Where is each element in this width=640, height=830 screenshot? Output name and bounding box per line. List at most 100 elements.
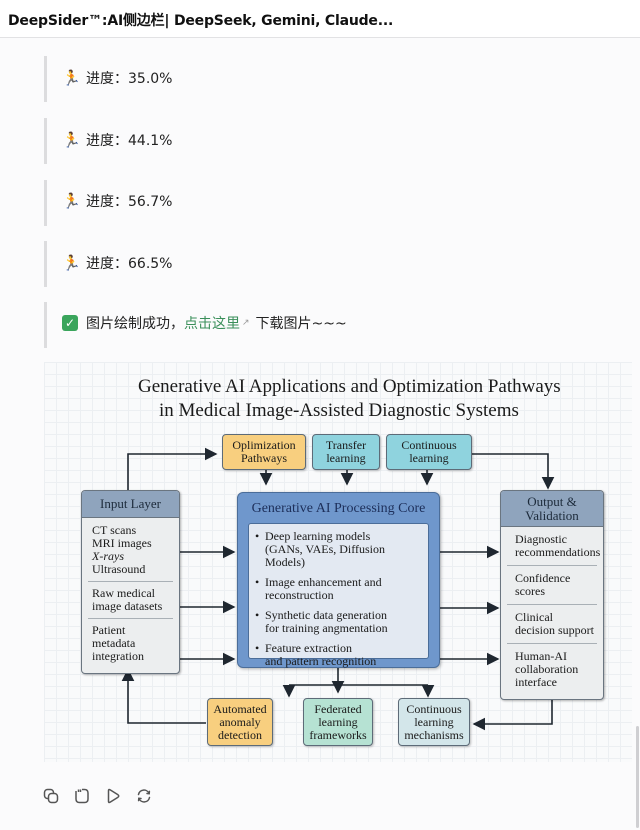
output-section: Confidence scores	[507, 566, 597, 605]
arrow	[472, 700, 553, 731]
progress-value: 44.1%	[128, 133, 173, 149]
input-item: X-rays	[92, 549, 124, 563]
input-item: integration	[92, 649, 144, 663]
input-section: Patient metadata integration	[88, 619, 173, 668]
quote-button[interactable]	[73, 786, 91, 806]
box-line: learning	[326, 451, 366, 465]
core-item-line: Feature extraction	[265, 641, 352, 655]
box-line: Continuous	[401, 438, 457, 452]
box-line: Pathways	[241, 451, 287, 465]
core-list: •Deep learning models(GANs, VAEs, Diffus…	[248, 523, 429, 668]
runner-icon: 🏃	[62, 131, 81, 149]
output-item: Diagnostic	[515, 532, 567, 546]
input-layer-panel: Input Layer CT scans MRI images X-rays U…	[81, 490, 180, 674]
federated-learning-box: Federated learning frameworks	[303, 698, 373, 746]
runner-icon: 🏃	[62, 192, 81, 210]
progress-label: 进度：	[86, 194, 128, 210]
continuous-learning-mechanisms-box: Continuous learning mechanisms	[398, 698, 470, 746]
quote-icon	[75, 788, 89, 804]
anomaly-detection-box: Automated anomaly detection	[207, 698, 273, 746]
download-link[interactable]: 点击这里	[184, 316, 240, 332]
input-section: CT scans MRI images X-rays Ultrasound	[88, 518, 173, 582]
output-header-line: Validation	[525, 507, 579, 523]
core-item-line: for training angmentation	[265, 621, 388, 635]
output-header-line: Output &	[527, 493, 577, 509]
window-title: DeepSider™:AI侧边栏| DeepSeek, Gemini, Clau…	[8, 13, 394, 29]
copy-icon	[43, 788, 59, 804]
copy-button[interactable]	[42, 786, 60, 806]
output-section: Clinical decision support	[507, 605, 597, 644]
input-item: image datasets	[92, 599, 163, 613]
box-line: mechanisms	[404, 727, 464, 742]
input-section: Raw medical image datasets	[88, 582, 173, 619]
core-item-line: Deep learning models	[265, 529, 371, 543]
arrow	[471, 453, 555, 490]
progress-line: 🏃 进度：35.0%	[62, 68, 172, 88]
play-button[interactable]	[104, 786, 122, 806]
progress-value: 35.0%	[128, 71, 173, 87]
core-item-line: reconstruction	[265, 588, 334, 602]
core-item-line: (GANs, VAEs, Diffusion Models)	[265, 542, 386, 569]
quote-bar	[44, 56, 47, 102]
progress-value: 56.7%	[128, 194, 173, 210]
continuous-learning-box: Continuous learning	[386, 434, 472, 470]
input-item: MRI images	[92, 536, 152, 550]
runner-icon: 🏃	[62, 69, 81, 87]
quote-bar	[44, 241, 47, 287]
core-header: Generative AI Processing Core	[251, 501, 426, 516]
check-icon: ✓	[62, 315, 78, 331]
success-message: ✓ 图片绘制成功， 点击这里 ↗ 下载图片~~~	[62, 313, 347, 333]
output-section: Human-AI collaboration interface	[507, 644, 597, 695]
box-line: Transfer	[325, 438, 367, 452]
scrollbar[interactable]	[636, 726, 639, 828]
progress-line: 🏃 进度：66.5%	[62, 253, 172, 273]
input-layer-header: Input Layer	[82, 491, 179, 518]
core-item-line: Image enhancement and	[265, 575, 382, 589]
generated-diagram-image[interactable]: Generative AI Applications and Optimizat…	[44, 362, 632, 762]
quote-bar	[44, 180, 47, 226]
box-line: Oplimization	[232, 438, 296, 452]
diagram-title-line1: Generative AI Applications and Optimizat…	[138, 376, 561, 397]
progress-value: 66.5%	[128, 256, 173, 272]
input-item: Ultrasound	[92, 562, 146, 576]
success-suffix: 下载图片~~~	[255, 316, 347, 332]
quote-bar	[44, 118, 47, 164]
output-item: interface	[515, 675, 557, 689]
input-item: metadata	[92, 636, 136, 650]
output-item: scores	[515, 584, 545, 598]
optimization-pathways-box: Oplimization Pathways	[222, 434, 306, 470]
box-line: learning	[409, 451, 449, 465]
success-prefix: 图片绘制成功，	[86, 316, 184, 332]
diagram-title-line2: in Medical Image-Assisted Diagnostic Sys…	[159, 400, 519, 421]
regenerate-button[interactable]	[135, 786, 153, 806]
input-item: Patient	[92, 623, 126, 637]
box-line: anomaly	[219, 714, 261, 729]
core-item-line: and pattern recognition	[265, 654, 377, 668]
transfer-learning-box: Transfer learning	[312, 434, 380, 470]
core-item: •Deep learning models(GANs, VAEs, Diffus…	[255, 529, 386, 569]
message-toolbar	[42, 786, 153, 806]
input-item: Raw medical	[92, 586, 155, 600]
box-line: learning	[414, 714, 454, 729]
window-titlebar: DeepSider™:AI侧边栏| DeepSeek, Gemini, Clau…	[0, 0, 640, 38]
runner-icon: 🏃	[62, 254, 81, 272]
arrow	[127, 447, 218, 490]
output-item: Human-AI	[515, 649, 567, 663]
output-validation-panel: Output & Validation Diagnostic recommend…	[500, 490, 604, 700]
processing-core-panel: Generative AI Processing Core •Deep lear…	[237, 492, 440, 668]
progress-label: 进度：	[86, 256, 128, 272]
progress-label: 进度：	[86, 71, 128, 87]
core-item-line: Synthetic data generation	[265, 608, 387, 622]
box-line: Continuous	[406, 701, 462, 716]
output-section: Diagnostic recommendations	[507, 527, 601, 566]
external-link-icon: ↗	[242, 318, 250, 328]
box-line: detection	[218, 727, 262, 742]
box-line: learning	[318, 714, 358, 729]
box-line: Automated	[213, 701, 267, 716]
output-item: Clinical	[515, 610, 553, 624]
box-line: frameworks	[309, 727, 367, 742]
output-item: recommendations	[515, 545, 601, 559]
